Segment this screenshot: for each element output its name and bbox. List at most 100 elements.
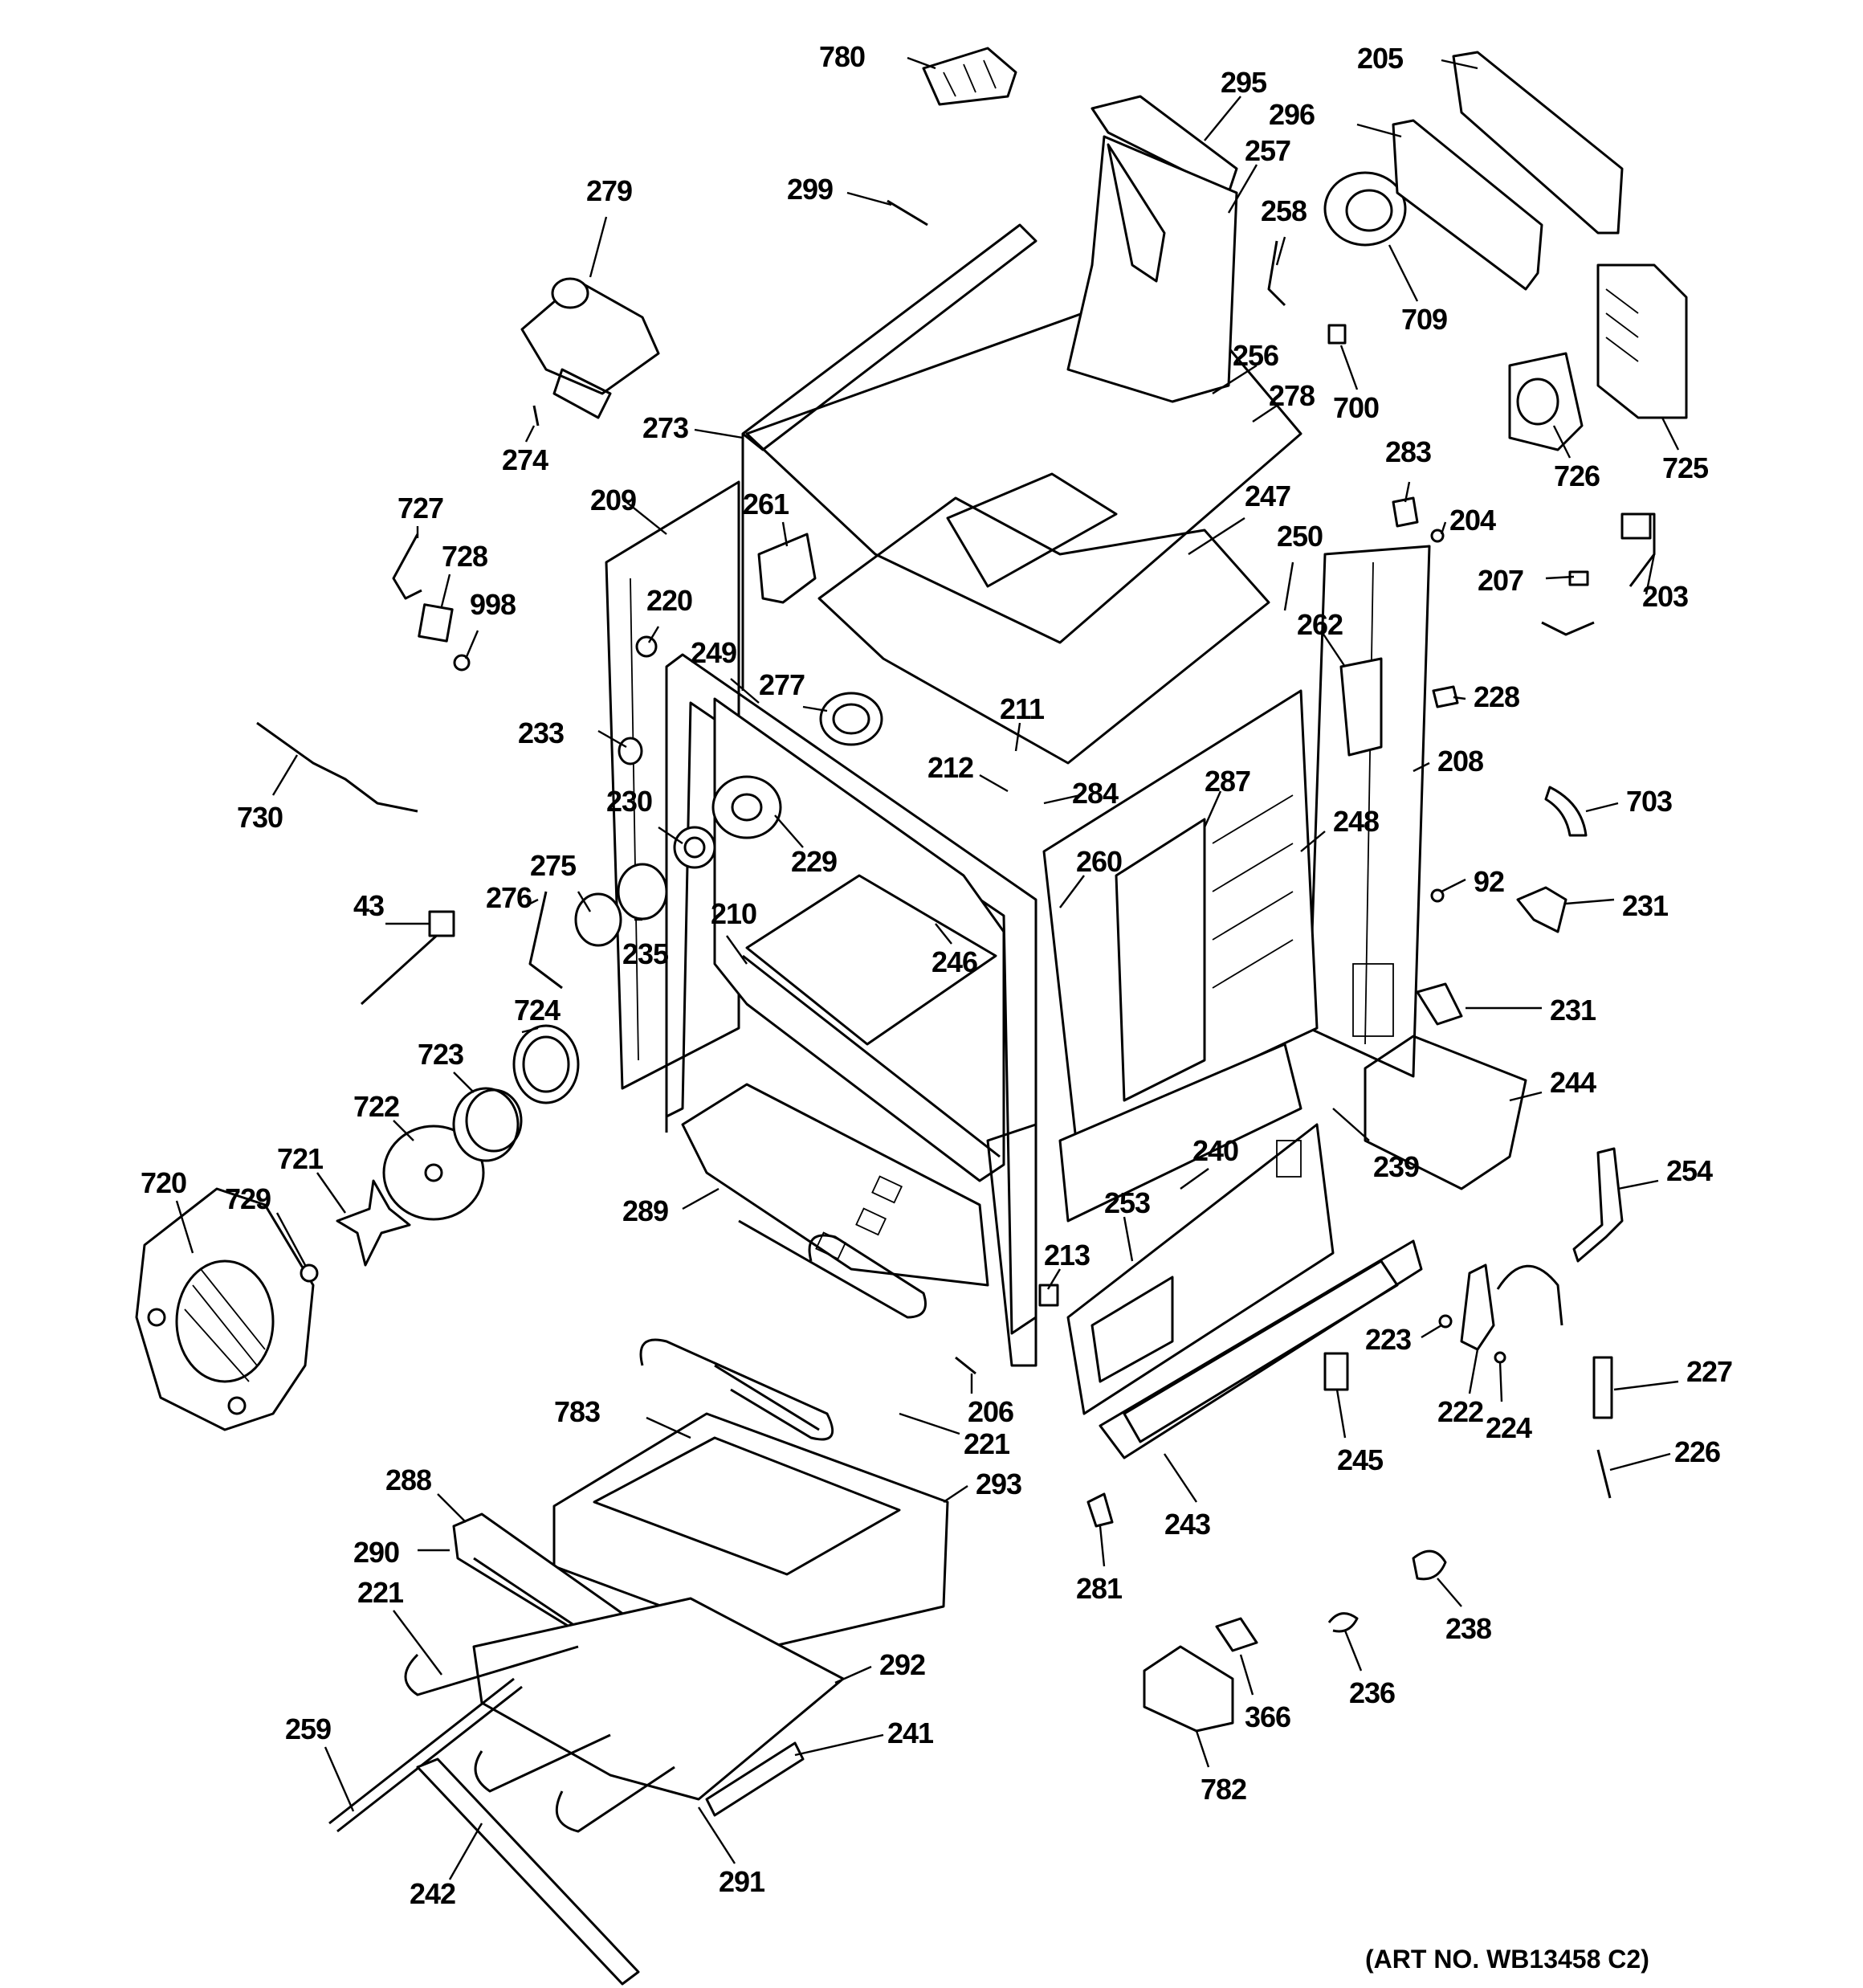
callout-43: 43 <box>353 889 384 922</box>
callout-211: 211 <box>1000 692 1045 725</box>
callout-224: 224 <box>1486 1411 1532 1444</box>
callout-206: 206 <box>968 1395 1013 1428</box>
callout-204: 204 <box>1449 504 1496 537</box>
callout-254: 254 <box>1666 1154 1713 1187</box>
callout-228: 228 <box>1474 680 1519 713</box>
callout-295: 295 <box>1221 66 1267 99</box>
callout-235: 235 <box>622 937 669 970</box>
callout-291: 291 <box>719 1865 765 1898</box>
callout-721: 721 <box>277 1142 324 1175</box>
callout-289: 289 <box>622 1194 668 1227</box>
bottom-right-loose-parts <box>1143 1549 1447 1733</box>
vent-duct-parts <box>520 47 1688 451</box>
callout-205: 205 <box>1357 42 1404 75</box>
callout-233: 233 <box>518 716 564 749</box>
callout-212: 212 <box>927 751 973 784</box>
callout-259: 259 <box>285 1712 331 1745</box>
callout-labels: 780 295 205 296 257 279 299 258 709 256 … <box>141 40 1733 1910</box>
callout-222: 222 <box>1437 1395 1483 1428</box>
callout-242: 242 <box>410 1877 455 1910</box>
callout-248: 248 <box>1333 805 1379 838</box>
callout-290: 290 <box>353 1536 399 1569</box>
callout-210: 210 <box>711 897 756 930</box>
callout-277: 277 <box>759 668 805 701</box>
callout-231a: 231 <box>1622 889 1669 922</box>
callout-260: 260 <box>1076 845 1122 878</box>
callout-366: 366 <box>1245 1700 1290 1733</box>
callout-220: 220 <box>646 584 692 617</box>
callout-229: 229 <box>791 845 837 878</box>
oven-body <box>605 223 1431 1415</box>
callout-247: 247 <box>1245 480 1290 512</box>
callout-256: 256 <box>1233 339 1278 372</box>
callout-223: 223 <box>1365 1323 1411 1356</box>
callout-246: 246 <box>932 945 977 978</box>
callout-92: 92 <box>1474 865 1504 898</box>
callout-238: 238 <box>1445 1612 1491 1645</box>
callout-240: 240 <box>1192 1134 1238 1167</box>
callout-273: 273 <box>642 411 688 444</box>
callout-782: 782 <box>1201 1773 1246 1806</box>
callout-728: 728 <box>442 540 487 573</box>
callout-709: 709 <box>1401 303 1447 336</box>
callout-279: 279 <box>586 174 632 207</box>
callout-730: 730 <box>237 801 283 834</box>
callout-284: 284 <box>1072 777 1119 810</box>
callout-239: 239 <box>1373 1150 1419 1183</box>
callout-261: 261 <box>743 488 789 520</box>
leader-lines <box>175 56 1680 1880</box>
lower-broil-parts <box>328 1219 1059 1986</box>
callout-243: 243 <box>1164 1508 1210 1541</box>
callout-244: 244 <box>1550 1066 1596 1099</box>
callout-236: 236 <box>1349 1676 1395 1709</box>
callout-231b: 231 <box>1550 994 1596 1027</box>
callout-253: 253 <box>1104 1186 1150 1219</box>
callout-288: 288 <box>385 1463 431 1496</box>
callout-783: 783 <box>554 1395 600 1428</box>
callout-299: 299 <box>787 173 833 206</box>
callout-723: 723 <box>418 1038 463 1071</box>
callout-226: 226 <box>1674 1435 1720 1468</box>
callout-278: 278 <box>1269 379 1315 412</box>
callout-729: 729 <box>225 1182 271 1215</box>
callout-221a: 221 <box>964 1427 1010 1460</box>
callout-257: 257 <box>1245 134 1290 167</box>
convection-fan-parts <box>135 1024 580 1431</box>
callout-245: 245 <box>1337 1443 1384 1476</box>
callout-274: 274 <box>502 443 548 476</box>
callout-203: 203 <box>1642 580 1688 613</box>
callout-700: 700 <box>1333 391 1379 424</box>
callout-276: 276 <box>486 881 532 914</box>
callout-227: 227 <box>1686 1355 1732 1388</box>
callout-296: 296 <box>1269 98 1315 131</box>
callout-249: 249 <box>691 636 736 669</box>
callout-292: 292 <box>879 1648 925 1681</box>
callout-241: 241 <box>887 1717 934 1749</box>
callout-703: 703 <box>1626 785 1672 818</box>
callout-780: 780 <box>819 40 865 73</box>
callout-281: 281 <box>1076 1572 1123 1605</box>
callout-724: 724 <box>514 994 561 1027</box>
callout-221b: 221 <box>357 1576 404 1609</box>
callout-209: 209 <box>590 484 636 516</box>
art-number: (ART NO. WB13458 C2) <box>1365 1945 1649 1974</box>
callout-725: 725 <box>1662 451 1709 484</box>
callout-287: 287 <box>1205 765 1250 798</box>
callout-722: 722 <box>353 1090 399 1123</box>
callout-207: 207 <box>1478 564 1523 597</box>
callout-250: 250 <box>1277 520 1323 553</box>
callout-275: 275 <box>530 849 577 882</box>
callout-727: 727 <box>397 492 443 525</box>
left-small-parts <box>256 533 817 1006</box>
callout-293: 293 <box>976 1468 1021 1500</box>
callout-213: 213 <box>1044 1239 1090 1272</box>
callout-258: 258 <box>1261 194 1307 227</box>
callout-283: 283 <box>1385 435 1431 468</box>
callout-726: 726 <box>1554 459 1600 492</box>
callout-720: 720 <box>141 1166 186 1199</box>
callout-262: 262 <box>1297 608 1343 641</box>
right-side-parts <box>1086 496 1656 1528</box>
callout-230: 230 <box>606 785 652 818</box>
callout-208: 208 <box>1437 745 1483 778</box>
